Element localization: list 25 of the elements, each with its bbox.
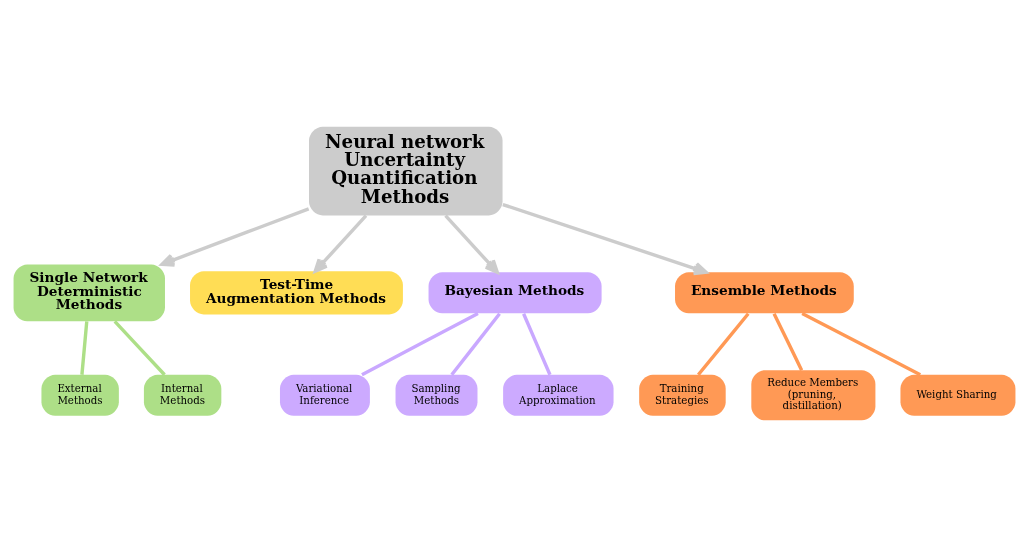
arrow bbox=[313, 214, 367, 273]
node-box: Neural network Uncertainty Quantification Methods bbox=[308, 126, 503, 215]
connector bbox=[360, 311, 479, 376]
connector bbox=[772, 312, 803, 371]
node-box: Ensemble Methods bbox=[674, 271, 854, 313]
node-box: Sampling Methods bbox=[395, 374, 477, 416]
connector bbox=[449, 312, 501, 376]
node-box: Weight Sharing bbox=[899, 374, 1015, 416]
node-box: Bayesian Methods bbox=[428, 271, 602, 313]
node-box: External Methods bbox=[40, 374, 119, 416]
connector bbox=[113, 319, 166, 376]
arrow bbox=[501, 202, 708, 275]
node-box: Single Network Deterministic Methods bbox=[13, 263, 165, 321]
connector bbox=[521, 312, 552, 375]
arrow bbox=[443, 214, 499, 274]
arrow bbox=[159, 206, 309, 267]
connector bbox=[800, 311, 921, 376]
node-box: Test-Time Augmentation Methods bbox=[189, 270, 403, 314]
node-box: Training Strategies bbox=[638, 374, 726, 416]
connector bbox=[696, 312, 750, 376]
node-box: Laplace Approximation bbox=[502, 374, 614, 416]
node-box: Variational Inference bbox=[279, 374, 370, 416]
node-box: Reduce Members (pruning, distillation) bbox=[750, 369, 875, 420]
connector bbox=[79, 320, 88, 375]
node-box: Internal Methods bbox=[143, 374, 221, 416]
